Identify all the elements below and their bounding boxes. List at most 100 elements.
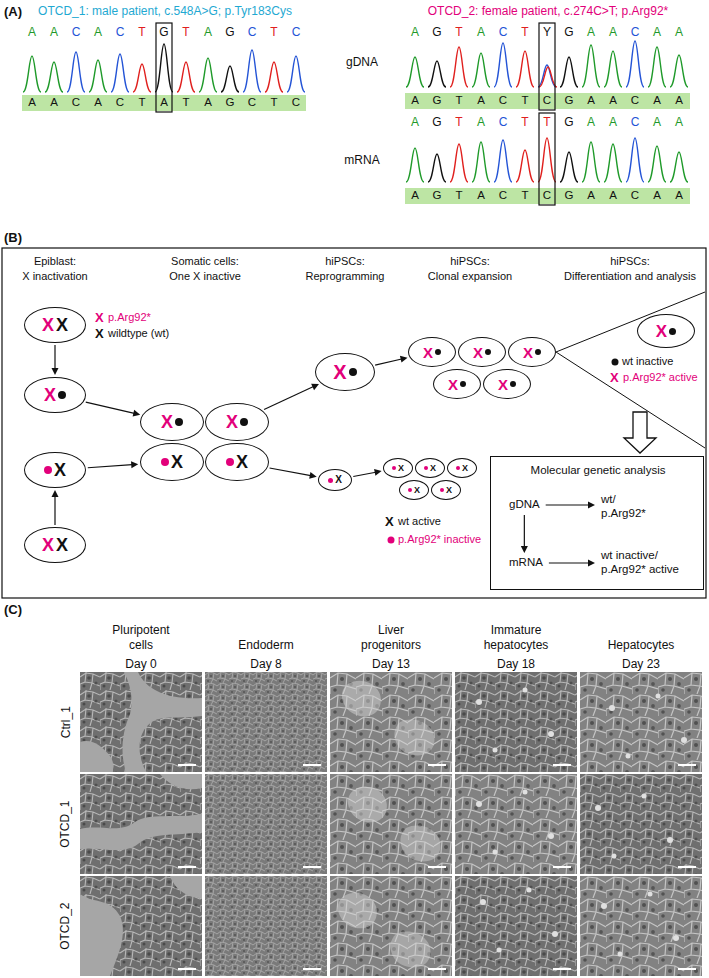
microscopy-image	[303, 867, 321, 868]
microscopy-image	[476, 688, 554, 753]
reference-base: A	[50, 96, 58, 110]
reference-base: C	[116, 96, 124, 110]
day-label: Day 18	[497, 657, 535, 671]
reference-base: T	[455, 94, 462, 108]
chromatogram-trace	[406, 148, 424, 182]
microscopy-image	[205, 672, 327, 772]
base-call: Y	[543, 25, 551, 39]
microscopy-image	[553, 867, 571, 868]
microscopy-image	[580, 774, 702, 874]
microscopy-image	[580, 672, 702, 772]
microscopy-image	[580, 672, 702, 772]
cell-ellipse: X	[140, 403, 204, 441]
connector-line	[264, 387, 313, 410]
cell-ellipse: X	[205, 403, 269, 441]
arrow-head	[311, 384, 319, 390]
chromatogram-trace	[648, 47, 666, 87]
microscopy-image	[80, 894, 123, 976]
base-call: C	[631, 25, 640, 39]
chromatogram-trace	[428, 154, 446, 182]
cell-ellipse: XX	[24, 307, 86, 343]
chromatogram-trace	[516, 150, 534, 182]
sequence-reference-bar	[22, 93, 690, 204]
day-label: Day 13	[372, 657, 410, 671]
base-call: A	[50, 25, 58, 39]
base-call: G	[564, 115, 573, 129]
microscopy-image	[476, 790, 554, 855]
microscopy-image	[455, 876, 577, 976]
row-label: OTCD_1	[59, 800, 73, 847]
chromosome-letter: X	[448, 377, 458, 392]
microscopy-image	[123, 672, 202, 772]
box-text: mRNA	[509, 556, 543, 570]
base-call: C	[499, 25, 508, 39]
cell-ellipse: X	[399, 480, 429, 500]
chromosome-letter: X	[656, 323, 667, 340]
microscopy-image	[678, 765, 696, 766]
chromosome-letter: X	[171, 453, 183, 471]
column-heading: Somatic cells:	[171, 255, 239, 268]
chromatogram-trace	[45, 62, 63, 92]
base-call: T	[455, 115, 462, 129]
cell-ellipse: X	[318, 469, 352, 491]
reference-base: C	[631, 189, 639, 203]
inactive-x-dot	[226, 458, 234, 466]
inactive-x-dot	[328, 478, 333, 483]
reference-base: A	[675, 94, 683, 108]
chromatogram-trace	[539, 67, 557, 87]
cell-ellipse: X	[433, 369, 481, 399]
base-call: C	[72, 25, 81, 39]
hollow-arrow	[624, 412, 656, 453]
base-call: A	[675, 25, 683, 39]
row-label: Ctrl_1	[59, 706, 73, 738]
chromatogram-trace	[472, 142, 490, 182]
cell-ellipse: X	[458, 337, 506, 367]
zoom-lines	[556, 292, 705, 448]
arrow-head	[374, 469, 382, 476]
column-heading: One X inactive	[169, 270, 241, 283]
chromatogram-trace	[670, 152, 688, 182]
base-call: A	[653, 25, 661, 39]
chromatogram-trace	[648, 146, 666, 182]
microscopy-image	[678, 867, 696, 868]
reference-base: A	[411, 189, 419, 203]
column-heading: Clonal expansion	[428, 270, 512, 283]
connector-arrow	[270, 468, 317, 479]
chromosome-letter: X	[333, 362, 346, 382]
chromatogram-trace	[560, 152, 578, 182]
microscopy-image	[455, 774, 577, 874]
chromosome-letter: X	[523, 345, 533, 360]
state-note: p.Arg92* inactive	[398, 533, 481, 546]
chromatogram-trace	[494, 43, 512, 87]
inactive-x-dot	[44, 466, 52, 474]
reference-base: C	[543, 189, 551, 203]
chromatogram-trace	[265, 62, 283, 92]
column-heading: hiPSCs:	[325, 255, 365, 268]
chromatogram-trace	[67, 52, 85, 92]
connector-line	[375, 359, 402, 365]
panel-letter: (C)	[4, 602, 22, 618]
microscopy-image	[205, 672, 327, 772]
microscopy-image	[342, 681, 435, 756]
key-symbol: X	[610, 370, 619, 386]
microscopy-image	[455, 672, 577, 772]
chart-title: OTCD_2: female patient, c.274C>T; p.Arg9…	[428, 4, 668, 18]
base-call: G	[432, 115, 441, 129]
base-call: G	[225, 25, 234, 39]
reference-base: T	[521, 94, 528, 108]
day-label: Day 0	[125, 657, 156, 671]
base-call: A	[609, 115, 617, 129]
microscopy-image	[330, 876, 452, 976]
base-call: G	[159, 25, 168, 39]
chromatogram-trace	[582, 142, 600, 182]
connector-line	[270, 468, 311, 476]
chromatogram-trace	[560, 57, 578, 87]
microscopy-image	[205, 876, 327, 976]
flow-arrow	[546, 504, 588, 505]
connector-line	[54, 345, 55, 369]
chromosome-letter: X	[414, 486, 420, 495]
inactive-x-dot	[161, 458, 169, 466]
chromatogram-trace	[450, 47, 468, 87]
reference-base: G	[226, 96, 235, 110]
reference-base: C	[499, 189, 507, 203]
